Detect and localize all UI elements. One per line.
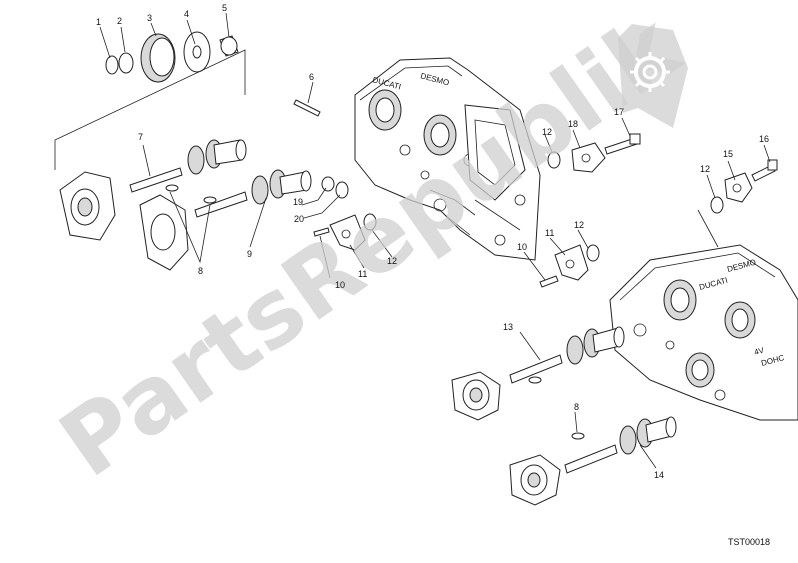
tensioner-upper (547, 133, 641, 173)
callout-2: 2 (117, 16, 122, 26)
callout-1: 1 (96, 17, 101, 27)
diagram-code: TST00018 (728, 537, 770, 547)
callout-11-right: 11 (545, 228, 554, 238)
front-head-cast-desmo: 4V (753, 346, 765, 357)
front-cylinder-head: DUCATI DESMO 4V DOHC (609, 244, 798, 421)
woodruff-keys (165, 184, 585, 440)
cover-plate-right (539, 244, 600, 288)
cover-plate-middle (313, 213, 377, 251)
gear-assembly (54, 31, 246, 170)
callout-4: 4 (184, 9, 189, 19)
callout-11: 11 (358, 269, 367, 279)
camshaft-lower-left (509, 326, 625, 384)
tensioner-right (697, 159, 778, 248)
callout-12-tensioner: 12 (700, 164, 710, 174)
stud (293, 99, 321, 117)
callout-9: 9 (247, 249, 252, 259)
callout-14: 14 (654, 470, 664, 480)
callout-5: 5 (222, 3, 227, 13)
callout-12-right: 12 (574, 220, 584, 230)
callout-6: 6 (309, 72, 314, 82)
seal-and-washer (317, 176, 349, 214)
callout-18: 18 (568, 119, 578, 129)
callout-3: 3 (147, 13, 152, 23)
callout-15: 15 (723, 149, 733, 159)
camshaft-lower-right (564, 416, 677, 474)
callout-8-lower: 8 (574, 402, 579, 412)
callout-12-middle: 12 (387, 256, 397, 266)
camshaft-upper (129, 139, 247, 193)
callout-16: 16 (759, 134, 769, 144)
belt-pulleys-left (59, 171, 189, 271)
rear-cylinder-head: DUCATI DESMO (354, 57, 541, 261)
callout-19: 19 (293, 197, 303, 207)
callout-20: 20 (294, 214, 304, 224)
watermark: PartsRepublik (41, 0, 698, 498)
watermark-text: PartsRepublik (41, 0, 698, 498)
belt-pulleys-lower (451, 371, 561, 506)
callout-labels: 1 2 3 4 5 6 7 8 9 10 11 12 13 14 15 16 1… (96, 3, 769, 480)
camshaft-middle (194, 169, 312, 218)
callout-7: 7 (138, 132, 143, 142)
callout-17: 17 (614, 107, 624, 117)
leader-lines (99, 12, 771, 469)
callout-10-right: 10 (517, 242, 527, 252)
callout-10: 10 (335, 280, 345, 290)
callout-12: 12 (542, 127, 552, 137)
watermark-flag-gear-icon (618, 24, 688, 128)
callout-8: 8 (198, 266, 203, 276)
callout-13: 13 (503, 322, 513, 332)
